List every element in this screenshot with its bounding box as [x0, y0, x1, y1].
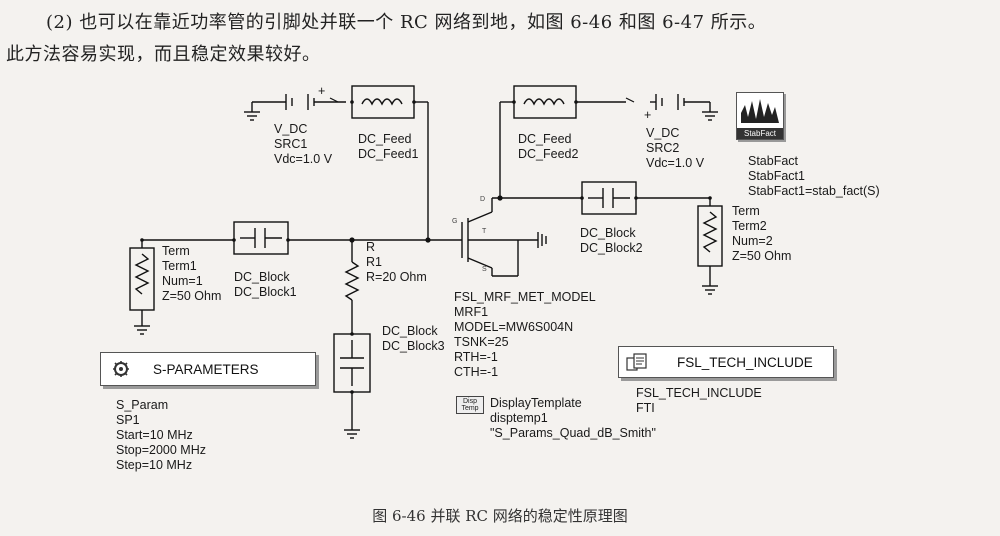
pin-thermal-label: T [482, 228, 487, 235]
pin-source-label: S [482, 266, 487, 273]
stabfact-icon[interactable]: StabFact [736, 92, 784, 140]
tech-include-icon [623, 352, 651, 372]
src1-plus: + [318, 84, 326, 98]
paragraph-line-1: (2) 也可以在靠近功率管的引脚处并联一个 RC 网络到地，如图 6-46 和图… [46, 12, 767, 33]
sparam-button-label: S-PARAMETERS [153, 361, 259, 377]
pin-drain-label: D [480, 196, 486, 203]
paragraph-line-2: 此方法容易实现，而且稳定效果较好。 [6, 44, 321, 65]
tech-button-label: FSL_TECH_INCLUDE [677, 354, 813, 370]
s-parameters-button[interactable]: S-PARAMETERS [100, 352, 316, 386]
src2-plus: + [644, 108, 652, 122]
pin-gate-label: G [452, 218, 458, 225]
figure-caption: 图 6-46 并联 RC 网络的稳定性原理图 [372, 507, 628, 525]
sparam-gear-icon [107, 359, 135, 379]
stabfact-icon-label: StabFact [737, 128, 783, 139]
tech-include-button[interactable]: FSL_TECH_INCLUDE [618, 346, 834, 378]
